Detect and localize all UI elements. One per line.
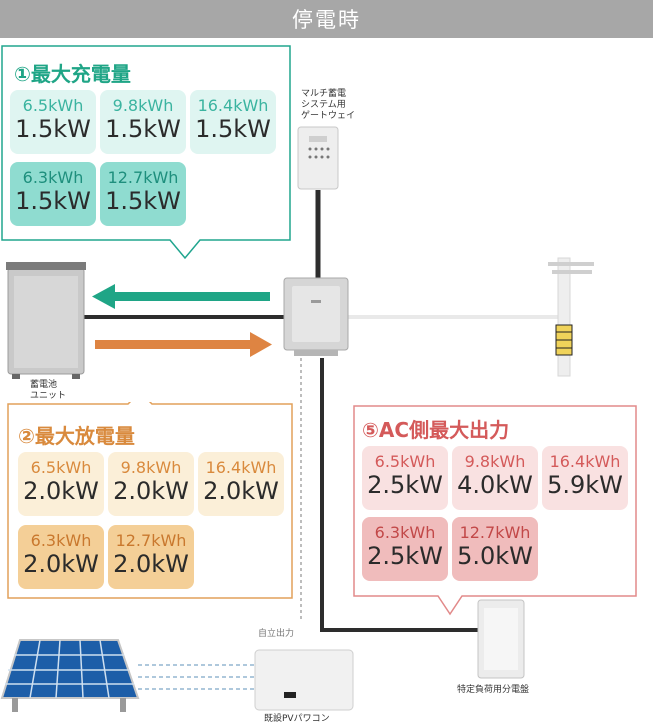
- charge-card-2-capacity: 9.8kWh: [112, 96, 174, 115]
- page-header: 停電時: [0, 0, 653, 38]
- discharge-card-3: 16.4kWh 2.0kW: [198, 452, 284, 516]
- discharge-card-3-power: 2.0kW: [203, 477, 279, 505]
- discharge-panel-title: ②最大放電量: [18, 424, 135, 448]
- charge-card-3-capacity: 16.4kWh: [197, 96, 269, 115]
- discharge-card-4: 6.3kWh 2.0kW: [18, 525, 104, 589]
- ac-card-1-capacity: 6.5kWh: [374, 452, 436, 471]
- battery-label: 蓄電池 ユニット: [30, 380, 66, 402]
- battery-unit-device: [6, 262, 86, 379]
- ac-panel-title: ⑤AC側最大出力: [362, 418, 510, 442]
- ac-card-2-power: 4.0kW: [457, 471, 533, 499]
- charge-card-4: 6.3kWh 1.5kW: [10, 162, 96, 226]
- ac-card-5: 12.7kWh 5.0kW: [452, 517, 538, 581]
- discharge-card-1-power: 2.0kW: [23, 477, 99, 505]
- discharge-card-2-power: 2.0kW: [113, 477, 189, 505]
- gateway-label-line-3: ゲートウェイ: [301, 111, 356, 121]
- discharge-card-5: 12.7kWh 2.0kW: [108, 525, 194, 589]
- gateway-label-line-1: マルチ蓄電: [301, 89, 347, 99]
- ac-card-3-power: 5.9kW: [547, 471, 623, 499]
- discharge-card-4-capacity: 6.3kWh: [30, 531, 92, 550]
- charge-card-4-power: 1.5kW: [15, 187, 91, 215]
- discharge-card-5-power: 2.0kW: [113, 550, 189, 578]
- gateway-device: [297, 126, 339, 190]
- battery-label-line-2: ユニット: [30, 391, 67, 401]
- gateway-label-line-2: システム用: [301, 100, 346, 110]
- ac-card-2-capacity: 9.8kWh: [464, 452, 526, 471]
- ac-card-2: 9.8kWh 4.0kW: [452, 446, 538, 510]
- discharge-card-4-power: 2.0kW: [23, 550, 99, 578]
- discharge-card-3-capacity: 16.4kWh: [205, 458, 277, 477]
- charge-card-4-capacity: 6.3kWh: [22, 168, 84, 187]
- charge-card-1-capacity: 6.5kWh: [22, 96, 84, 115]
- distribution-board-device: [477, 599, 525, 679]
- discharge-card-1-capacity: 6.5kWh: [30, 458, 92, 477]
- charge-card-2: 9.8kWh 1.5kW: [100, 90, 186, 154]
- ac-card-1: 6.5kWh 2.5kW: [362, 446, 448, 510]
- charge-card-5: 12.7kWh 1.5kW: [100, 162, 186, 226]
- charge-card-3: 16.4kWh 1.5kW: [190, 90, 276, 154]
- ac-card-3: 16.4kWh 5.9kW: [542, 446, 628, 510]
- ac-card-5-capacity: 12.7kWh: [459, 523, 531, 542]
- discharge-card-5-capacity: 12.7kWh: [115, 531, 187, 550]
- solar-panel: [0, 639, 140, 712]
- gateway-label: マルチ蓄電 システム用 ゲートウェイ: [301, 89, 355, 122]
- charge-card-1: 6.5kWh 1.5kW: [10, 90, 96, 154]
- ac-card-1-power: 2.5kW: [367, 471, 443, 499]
- ac-card-4-capacity: 6.3kWh: [374, 523, 436, 542]
- discharge-card-2: 9.8kWh 2.0kW: [108, 452, 194, 516]
- page-title: 停電時: [292, 8, 361, 32]
- battery-label-line-1: 蓄電池: [30, 380, 58, 390]
- ac-card-3-capacity: 16.4kWh: [549, 452, 621, 471]
- charge-card-1-power: 1.5kW: [15, 115, 91, 143]
- power-conditioner-device: [283, 277, 349, 356]
- discharge-card-2-capacity: 9.8kWh: [120, 458, 182, 477]
- pv-conditioner-device: [254, 649, 354, 711]
- discharge-card-1: 6.5kWh 2.0kW: [18, 452, 104, 516]
- utility-pole: [548, 257, 594, 377]
- ac-card-4: 6.3kWh 2.5kW: [362, 517, 448, 581]
- charge-card-5-power: 1.5kW: [105, 187, 181, 215]
- pcs-board-line: [320, 358, 480, 632]
- charge-card-3-power: 1.5kW: [195, 115, 271, 143]
- self-output-label: 自立出力: [258, 629, 295, 639]
- charge-card-5-capacity: 12.7kWh: [107, 168, 179, 187]
- discharge-arrow: [95, 332, 272, 357]
- distribution-board-label: 特定負荷用分電盤: [457, 685, 530, 695]
- charge-arrow: [92, 284, 270, 309]
- charge-card-2-power: 1.5kW: [105, 115, 181, 143]
- charge-panel-title: ①最大充電量: [14, 62, 131, 86]
- pv-conditioner-label: 既設PVパワコン: [264, 714, 330, 724]
- ac-card-4-power: 2.5kW: [367, 542, 443, 570]
- ac-card-5-power: 5.0kW: [457, 542, 533, 570]
